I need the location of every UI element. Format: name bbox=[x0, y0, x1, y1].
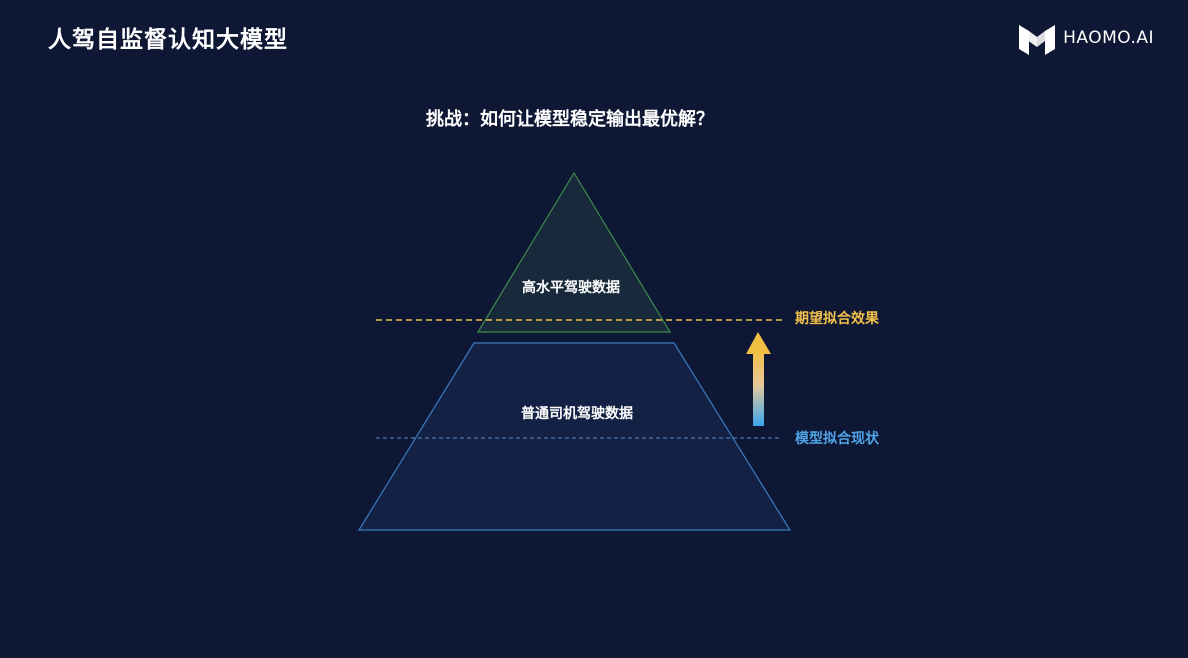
haomo-logo-icon bbox=[1019, 25, 1056, 55]
upward-arrow-icon bbox=[746, 332, 771, 426]
slide-title: 人驾自监督认知大模型 bbox=[48, 27, 288, 53]
brand-logo: HAOMO.AI bbox=[1019, 21, 1154, 55]
challenge-heading: 挑战：如何让模型稳定输出最优解？ bbox=[426, 109, 714, 130]
current-fit-label: 模型拟合现状 bbox=[795, 430, 880, 447]
logo-text: HAOMO.AI bbox=[1063, 28, 1154, 48]
pyramid-top-label: 高水平驾驶数据 bbox=[522, 279, 620, 296]
pyramid-base-trapezoid bbox=[357, 342, 792, 531]
pyramid-bottom-label: 普通司机驾驶数据 bbox=[521, 405, 633, 422]
expected-fit-label: 期望拟合效果 bbox=[795, 310, 880, 327]
pyramid-top-triangle bbox=[476, 171, 672, 333]
